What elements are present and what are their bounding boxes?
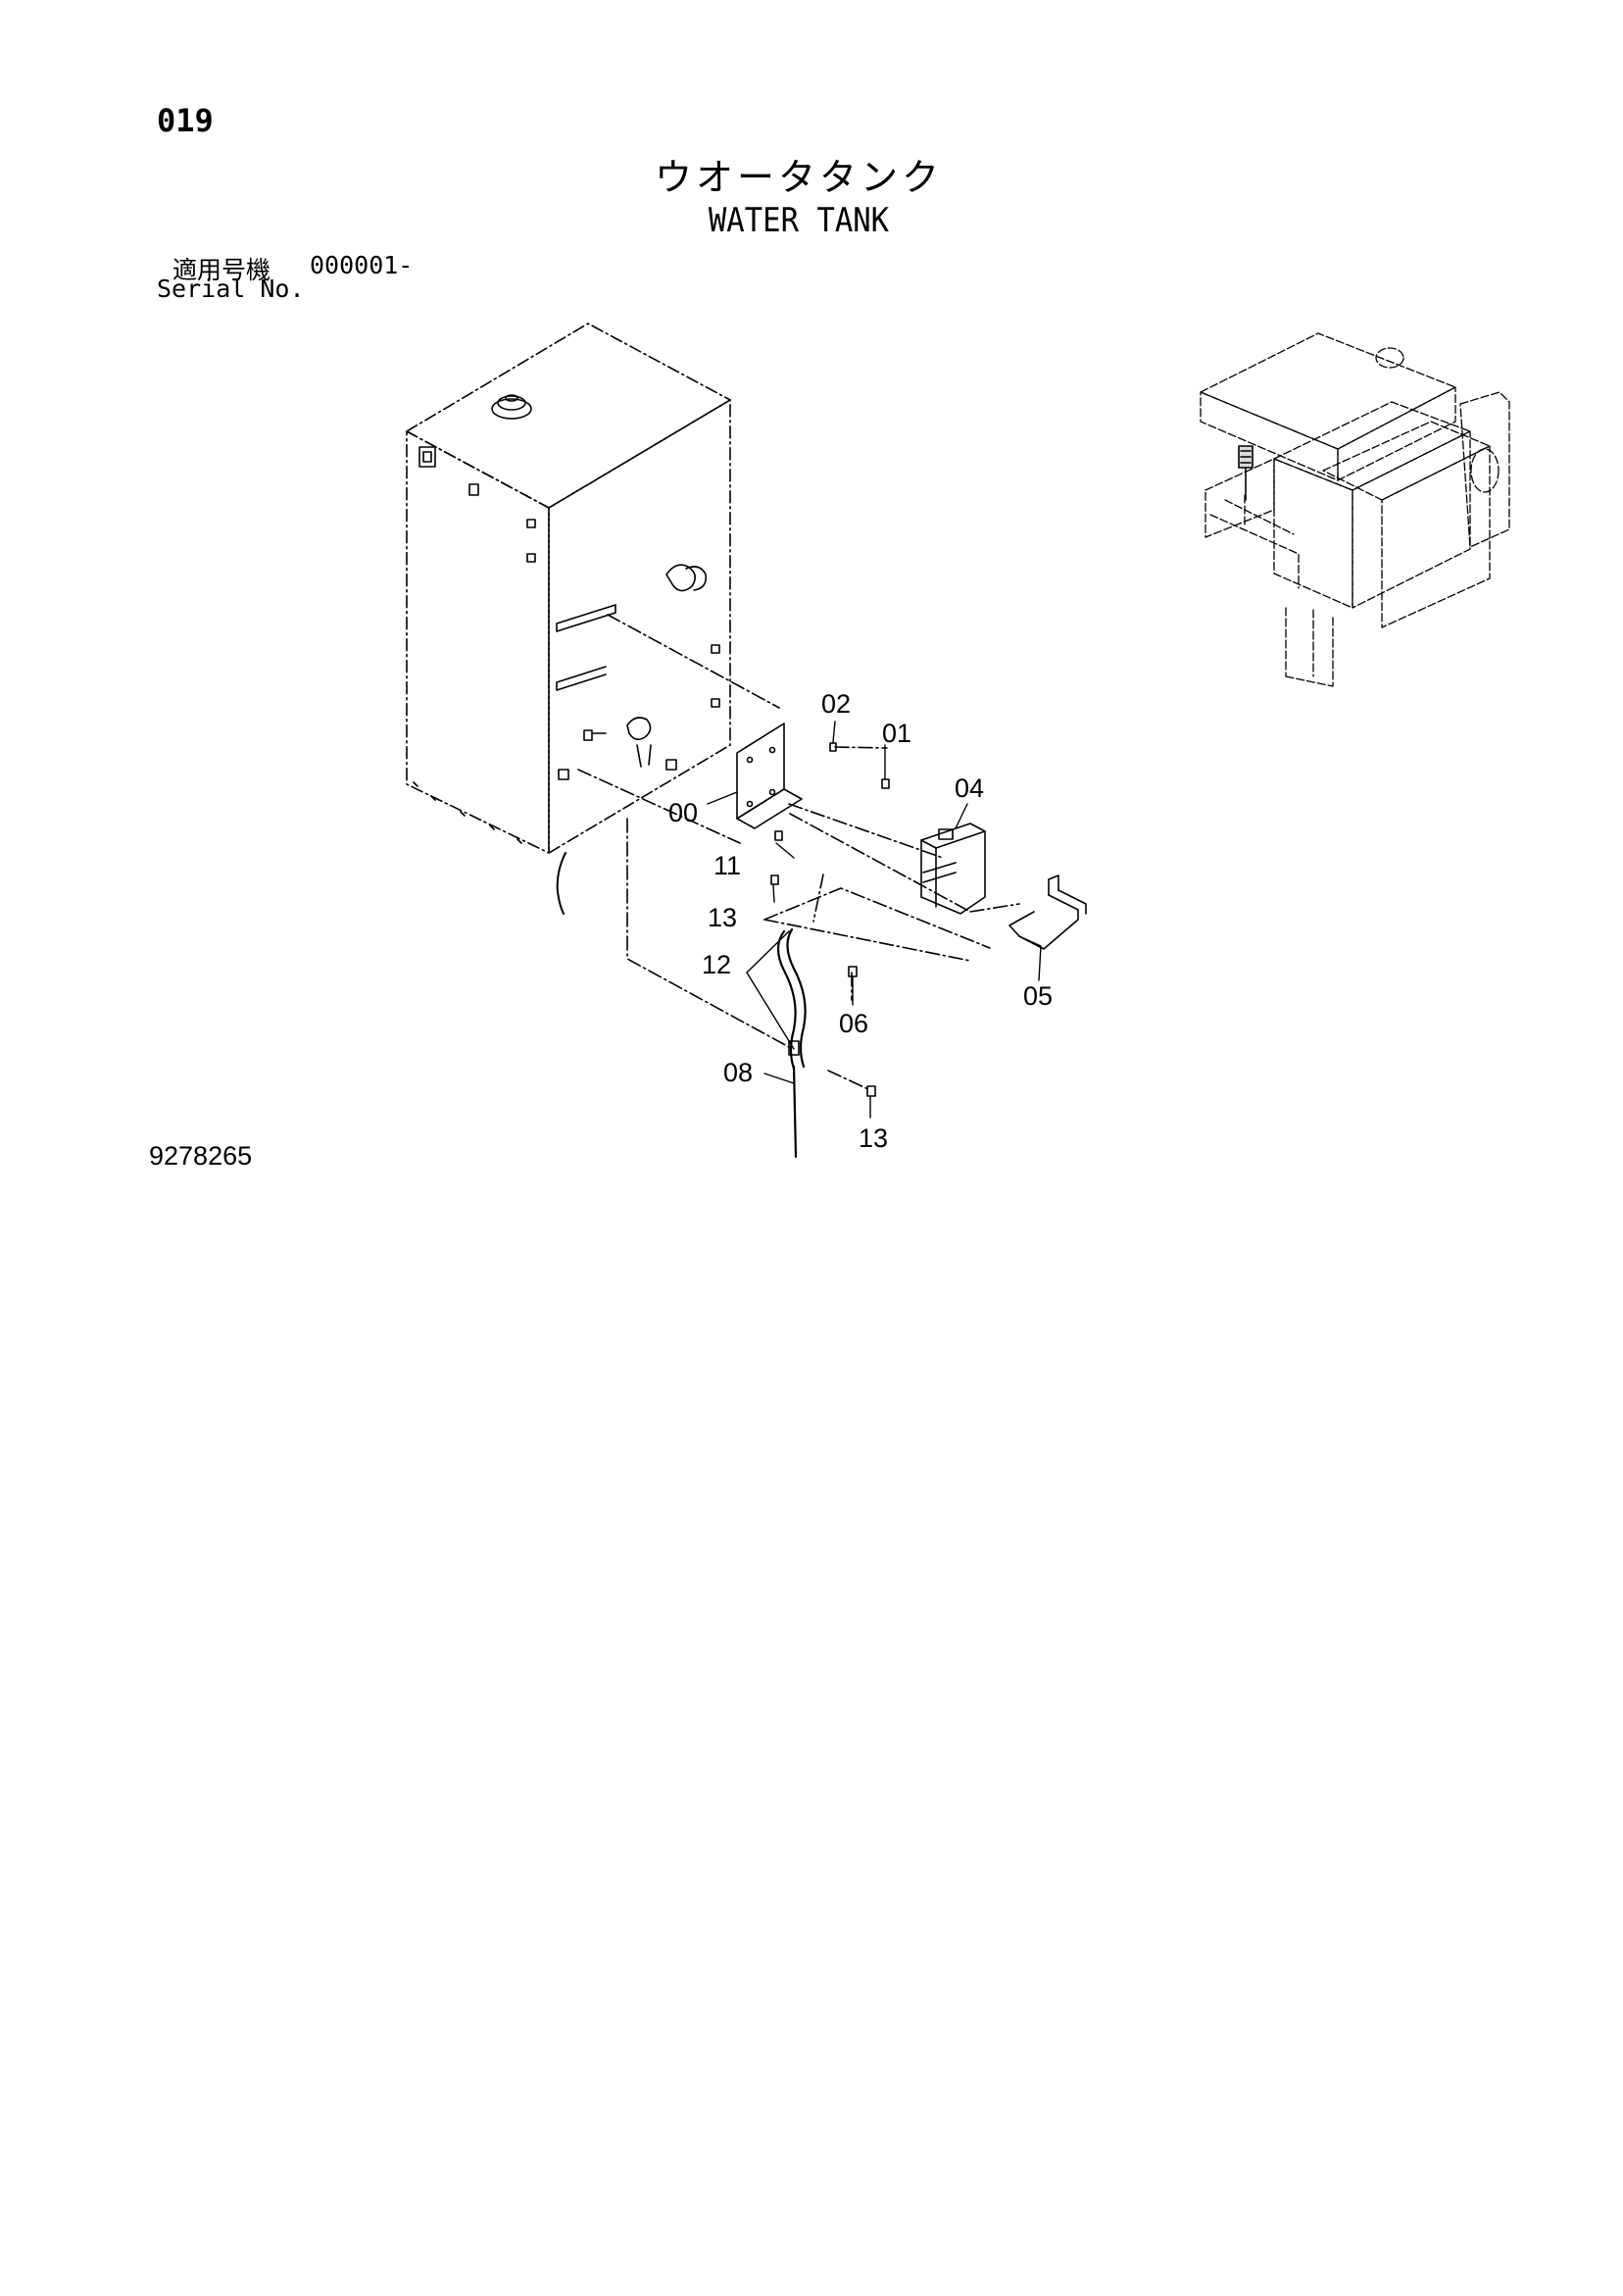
pipe-bracket-part	[1008, 874, 1087, 950]
callout-13-lower: 13	[859, 1123, 888, 1153]
hose-part	[776, 927, 807, 1159]
callout-01: 01	[882, 719, 911, 748]
callout-04: 04	[955, 774, 984, 803]
callout-13-upper: 13	[708, 903, 737, 932]
reference-view-highlight	[1238, 445, 1254, 501]
title-japanese: ウオータタンク	[654, 156, 943, 199]
drawing-number: 9278265	[149, 1141, 253, 1171]
callout-labels: 00 01 02 04 05 06 08 11 12 13 13	[668, 689, 1053, 1153]
water-tank-outline	[406, 323, 731, 854]
serial-label-english: Serial No.	[157, 275, 305, 303]
water-tank-details	[413, 394, 720, 915]
callout-00: 00	[668, 798, 698, 827]
page-number: 019	[157, 102, 214, 139]
callout-12: 12	[702, 950, 731, 979]
callout-08: 08	[723, 1058, 753, 1087]
reservoir-bottle	[920, 823, 986, 915]
callout-leaders	[707, 721, 1042, 1119]
machine-reference-view	[1200, 332, 1510, 687]
callout-11: 11	[713, 851, 741, 880]
serial-label-japanese: 適用号機	[172, 256, 271, 284]
serial-number-value: 000001-	[310, 251, 414, 279]
callout-05: 05	[1023, 981, 1053, 1011]
callout-06: 06	[839, 1009, 868, 1038]
callout-02: 02	[821, 689, 851, 719]
assembly-guide-lines	[577, 614, 1020, 1091]
bracket-part	[736, 723, 803, 829]
title-english: WATER TANK	[708, 201, 890, 240]
